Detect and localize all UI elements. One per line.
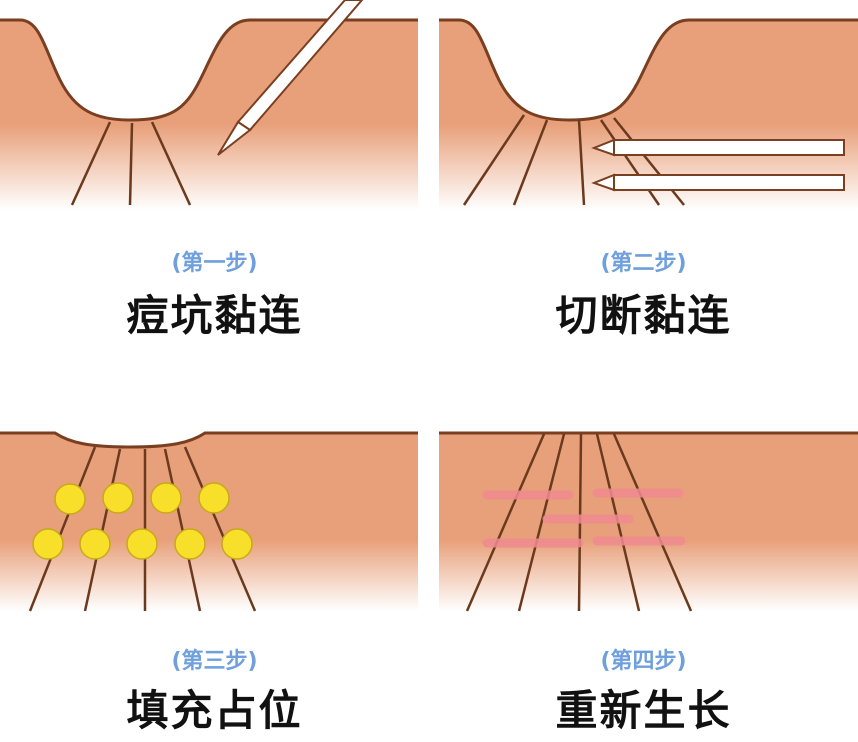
- collagen-fibers: [28, 446, 257, 612]
- skin-surface-outline: [0, 18, 418, 122]
- filler-dot-icon: [32, 482, 253, 560]
- adhesion-fibers: [70, 121, 192, 206]
- step-title: 填充占位: [126, 686, 303, 735]
- skin-illustration-step-4: [439, 431, 858, 612]
- panel-step-4: (第四步) 重新生长: [429, 371, 858, 742]
- skin-surface-outline: [0, 431, 418, 449]
- panel-step-3: (第三步) 填充占位: [0, 371, 429, 742]
- panel-step-1: (第一步) 痘坑黏连: [0, 0, 429, 371]
- skin-illustration-step-3: [0, 431, 418, 612]
- panel-step-2: (第二步) 切断黏连: [429, 0, 858, 371]
- new-collagen-icon: [482, 488, 686, 548]
- step-title: 切断黏连: [555, 291, 732, 340]
- skin-layer: [439, 433, 858, 611]
- needle-icon: [217, 0, 364, 156]
- skin-layer: [0, 433, 418, 611]
- skin-layer: [439, 20, 858, 210]
- cutting-needle-icon: [591, 138, 845, 192]
- step-label: (第三步): [171, 649, 258, 674]
- step-title: 痘坑黏连: [126, 291, 303, 340]
- step-title: 重新生长: [555, 686, 732, 735]
- step-label: (第二步): [600, 251, 687, 276]
- skin-layer: [0, 20, 418, 210]
- step-label: (第一步): [171, 251, 258, 276]
- skin-illustration-step-1: [0, 0, 418, 210]
- skin-surface-outline: [439, 18, 858, 122]
- skin-illustration-step-2: [439, 18, 858, 210]
- step-label: (第四步): [600, 649, 687, 674]
